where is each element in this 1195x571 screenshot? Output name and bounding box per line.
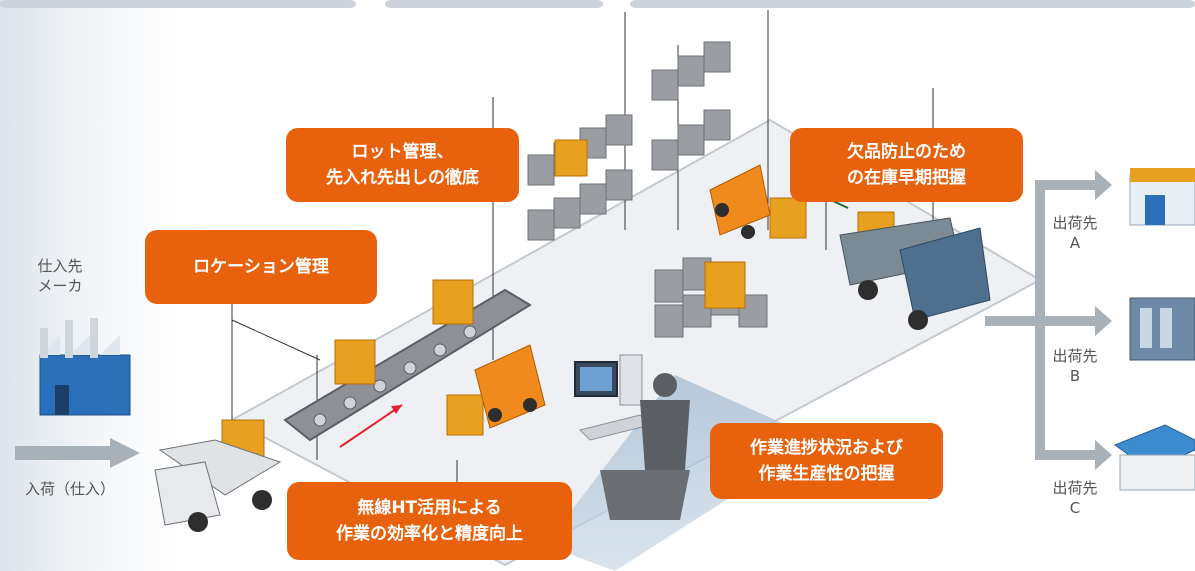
forklift-lower xyxy=(474,344,546,429)
store-a-icon xyxy=(1129,168,1195,226)
rack-boxes xyxy=(527,41,768,338)
supplier-label-line1: 仕入先 xyxy=(37,257,83,275)
outbound-arrows xyxy=(985,170,1112,470)
outbound-truck xyxy=(839,217,991,330)
inbound-label: 入荷（仕入） xyxy=(24,480,115,498)
red-flow-arrow xyxy=(339,404,403,448)
supplier-label: 仕入先 メーカ xyxy=(20,256,100,296)
warehouse-c-icon xyxy=(1113,424,1195,491)
callout-lot-line1: ロット管理、 xyxy=(351,142,454,162)
conveyor-belt xyxy=(283,288,532,442)
destination-a-code: A xyxy=(1069,234,1081,252)
callout-lot-management: ロット管理、 先入れ先出しの徹底 xyxy=(286,128,519,202)
factory-icon xyxy=(39,318,131,416)
destination-c-label: 出荷先 C xyxy=(1045,478,1105,518)
callout-progress-line1: 作業進捗状況および xyxy=(750,438,903,458)
callout-wireless-line2: 作業の効率化と精度向上 xyxy=(336,524,523,544)
building-b-icon xyxy=(1129,297,1195,361)
callout-work-progress: 作業進捗状況および 作業生産性の把握 xyxy=(710,423,943,499)
supplier-label-line2: メーカ xyxy=(37,277,83,295)
top-bar-middle xyxy=(385,0,603,8)
destination-c-code: C xyxy=(1069,499,1081,517)
operator-workstation xyxy=(574,354,690,520)
destination-c-name: 出荷先 xyxy=(1052,479,1098,497)
top-bar-right xyxy=(630,0,1195,8)
destination-b-label: 出荷先 B xyxy=(1045,346,1105,386)
destination-a-name: 出荷先 xyxy=(1052,214,1098,232)
callout-wireless-ht: 無線HT活用による 作業の効率化と精度向上 xyxy=(287,482,572,560)
callout-stockout-line2: の在庫早期把握 xyxy=(847,168,966,188)
top-bar-left xyxy=(0,0,356,8)
callout-lot-line2: 先入れ先出しの徹底 xyxy=(326,168,479,188)
callout-location-line1: ロケーション管理 xyxy=(193,257,329,277)
destination-b-name: 出荷先 xyxy=(1052,347,1098,365)
callout-stockout-line1: 欠品防止のため xyxy=(847,142,966,162)
callout-stockout-prevention: 欠品防止のため の在庫早期把握 xyxy=(790,128,1023,202)
callout-wireless-line1: 無線HT活用による xyxy=(357,498,502,518)
inbound-truck xyxy=(154,439,282,532)
inbound-arrow xyxy=(15,446,110,460)
destination-a-label: 出荷先 A xyxy=(1045,213,1105,253)
callout-progress-line2: 作業生産性の把握 xyxy=(758,464,895,484)
destination-b-code: B xyxy=(1069,367,1081,385)
forklift-upper xyxy=(709,164,771,239)
callout-location-management: ロケーション管理 xyxy=(145,230,377,304)
